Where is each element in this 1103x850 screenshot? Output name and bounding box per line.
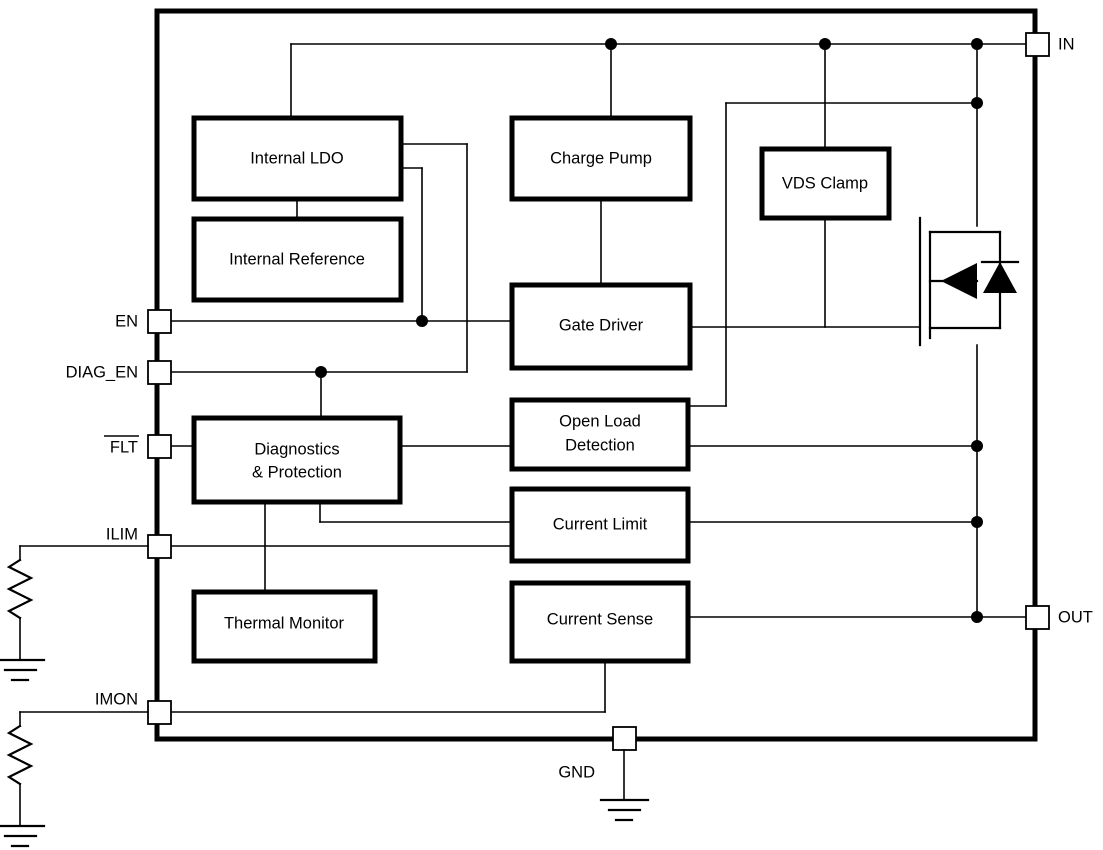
pin-flt-label: FLT: [110, 438, 138, 456]
pin-out-square: [1025, 605, 1050, 630]
pin-imon-label: IMON: [95, 690, 138, 708]
pin-imon[interactable]: IMON: [95, 690, 172, 725]
block-current-limit-label: Current Limit: [553, 515, 648, 533]
block-open-load-detection-rect: [509, 397, 691, 472]
pin-imon-square: [147, 700, 172, 725]
ground-symbol-imon: [0, 824, 46, 848]
block-internal-reference[interactable]: Internal Reference: [191, 216, 404, 303]
node-diagen-diagnostics: [315, 366, 327, 378]
block-current-limit[interactable]: Current Limit: [509, 486, 691, 564]
block-vds-clamp-label: VDS Clamp: [782, 174, 868, 192]
block-current-sense-label: Current Sense: [547, 610, 653, 628]
pin-en-label: EN: [115, 312, 138, 330]
node-in-drain: [971, 38, 983, 50]
block-internal-ldo[interactable]: Internal LDO: [191, 115, 404, 202]
block-internal-ldo-rect: [191, 115, 404, 202]
external-resistor-ilim: [0, 545, 149, 682]
pin-diag-en-label: DIAG_EN: [66, 363, 138, 381]
pin-flt-square: [147, 434, 172, 459]
block-gate-driver-label: Gate Driver: [559, 316, 644, 334]
mosfet-arrow: [941, 263, 977, 299]
pin-in-label: IN: [1058, 35, 1075, 53]
block-charge-pump-rect: [509, 115, 693, 202]
block-internal-reference-label: Internal Reference: [229, 250, 365, 268]
pin-gnd-label: GND: [558, 763, 595, 781]
node-in-chargepump: [605, 38, 617, 50]
block-diagnostics-protection-label-line1: Diagnostics: [254, 440, 339, 458]
block-diagnostics-protection-rect: [191, 415, 403, 505]
body-diode-triangle: [983, 262, 1017, 293]
block-diagnostics-protection[interactable]: Diagnostics & Protection: [191, 415, 403, 505]
ground-symbol-gnd: [599, 798, 650, 822]
external-resistor-imon: [0, 711, 149, 848]
pin-out-label: OUT: [1058, 608, 1093, 626]
pin-in[interactable]: IN: [1025, 32, 1075, 57]
block-charge-pump[interactable]: Charge Pump: [509, 115, 693, 202]
block-vds-clamp-rect: [759, 146, 892, 221]
block-open-load-detection-label-line1: Open Load: [559, 412, 641, 430]
pin-en[interactable]: EN: [115, 309, 172, 334]
pin-ilim[interactable]: ILIM: [106, 525, 172, 559]
pin-ilim-square: [147, 534, 172, 559]
node-out-openload: [971, 440, 983, 452]
block-current-limit-rect: [509, 486, 691, 564]
node-in-branch: [971, 97, 983, 109]
node-out-currentlimit: [971, 516, 983, 528]
resistor-imon-zigzag: [6, 724, 34, 786]
block-current-sense[interactable]: Current Sense: [509, 580, 691, 664]
block-vds-clamp[interactable]: VDS Clamp: [759, 146, 892, 221]
pin-flt[interactable]: FLT: [104, 434, 172, 459]
block-thermal-monitor-rect: [191, 589, 378, 664]
block-diagnostics-protection-label-line2: & Protection: [252, 463, 342, 481]
ground-symbol-ilim: [0, 658, 46, 682]
block-internal-reference-rect: [191, 216, 404, 303]
pin-in-square: [1025, 32, 1050, 57]
power-mosfet-symbol: [918, 216, 1020, 347]
node-en-ldo: [416, 315, 428, 327]
node-out-currentsense: [971, 611, 983, 623]
block-thermal-monitor[interactable]: Thermal Monitor: [191, 589, 378, 664]
junction-dots: [315, 38, 983, 623]
block-internal-ldo-label: Internal LDO: [250, 149, 344, 167]
pin-gnd-square: [612, 726, 637, 751]
internal-wiring: [170, 43, 1027, 713]
pin-diag-en[interactable]: DIAG_EN: [66, 360, 172, 385]
block-charge-pump-label: Charge Pump: [550, 149, 652, 167]
block-thermal-monitor-label: Thermal Monitor: [224, 614, 345, 632]
pin-diag-en-square: [147, 360, 172, 385]
pin-out[interactable]: OUT: [1025, 605, 1093, 630]
resistor-ilim-zigzag: [6, 558, 34, 620]
block-open-load-detection-label-line2: Detection: [565, 436, 635, 454]
pin-en-square: [147, 309, 172, 334]
block-open-load-detection[interactable]: Open Load Detection: [509, 397, 691, 472]
block-gate-driver-rect: [509, 282, 693, 371]
block-gate-driver[interactable]: Gate Driver: [509, 282, 693, 371]
block-current-sense-rect: [509, 580, 691, 664]
node-in-vdsclamp: [819, 38, 831, 50]
pin-ilim-label: ILIM: [106, 525, 138, 543]
pin-gnd[interactable]: GND: [558, 726, 650, 822]
